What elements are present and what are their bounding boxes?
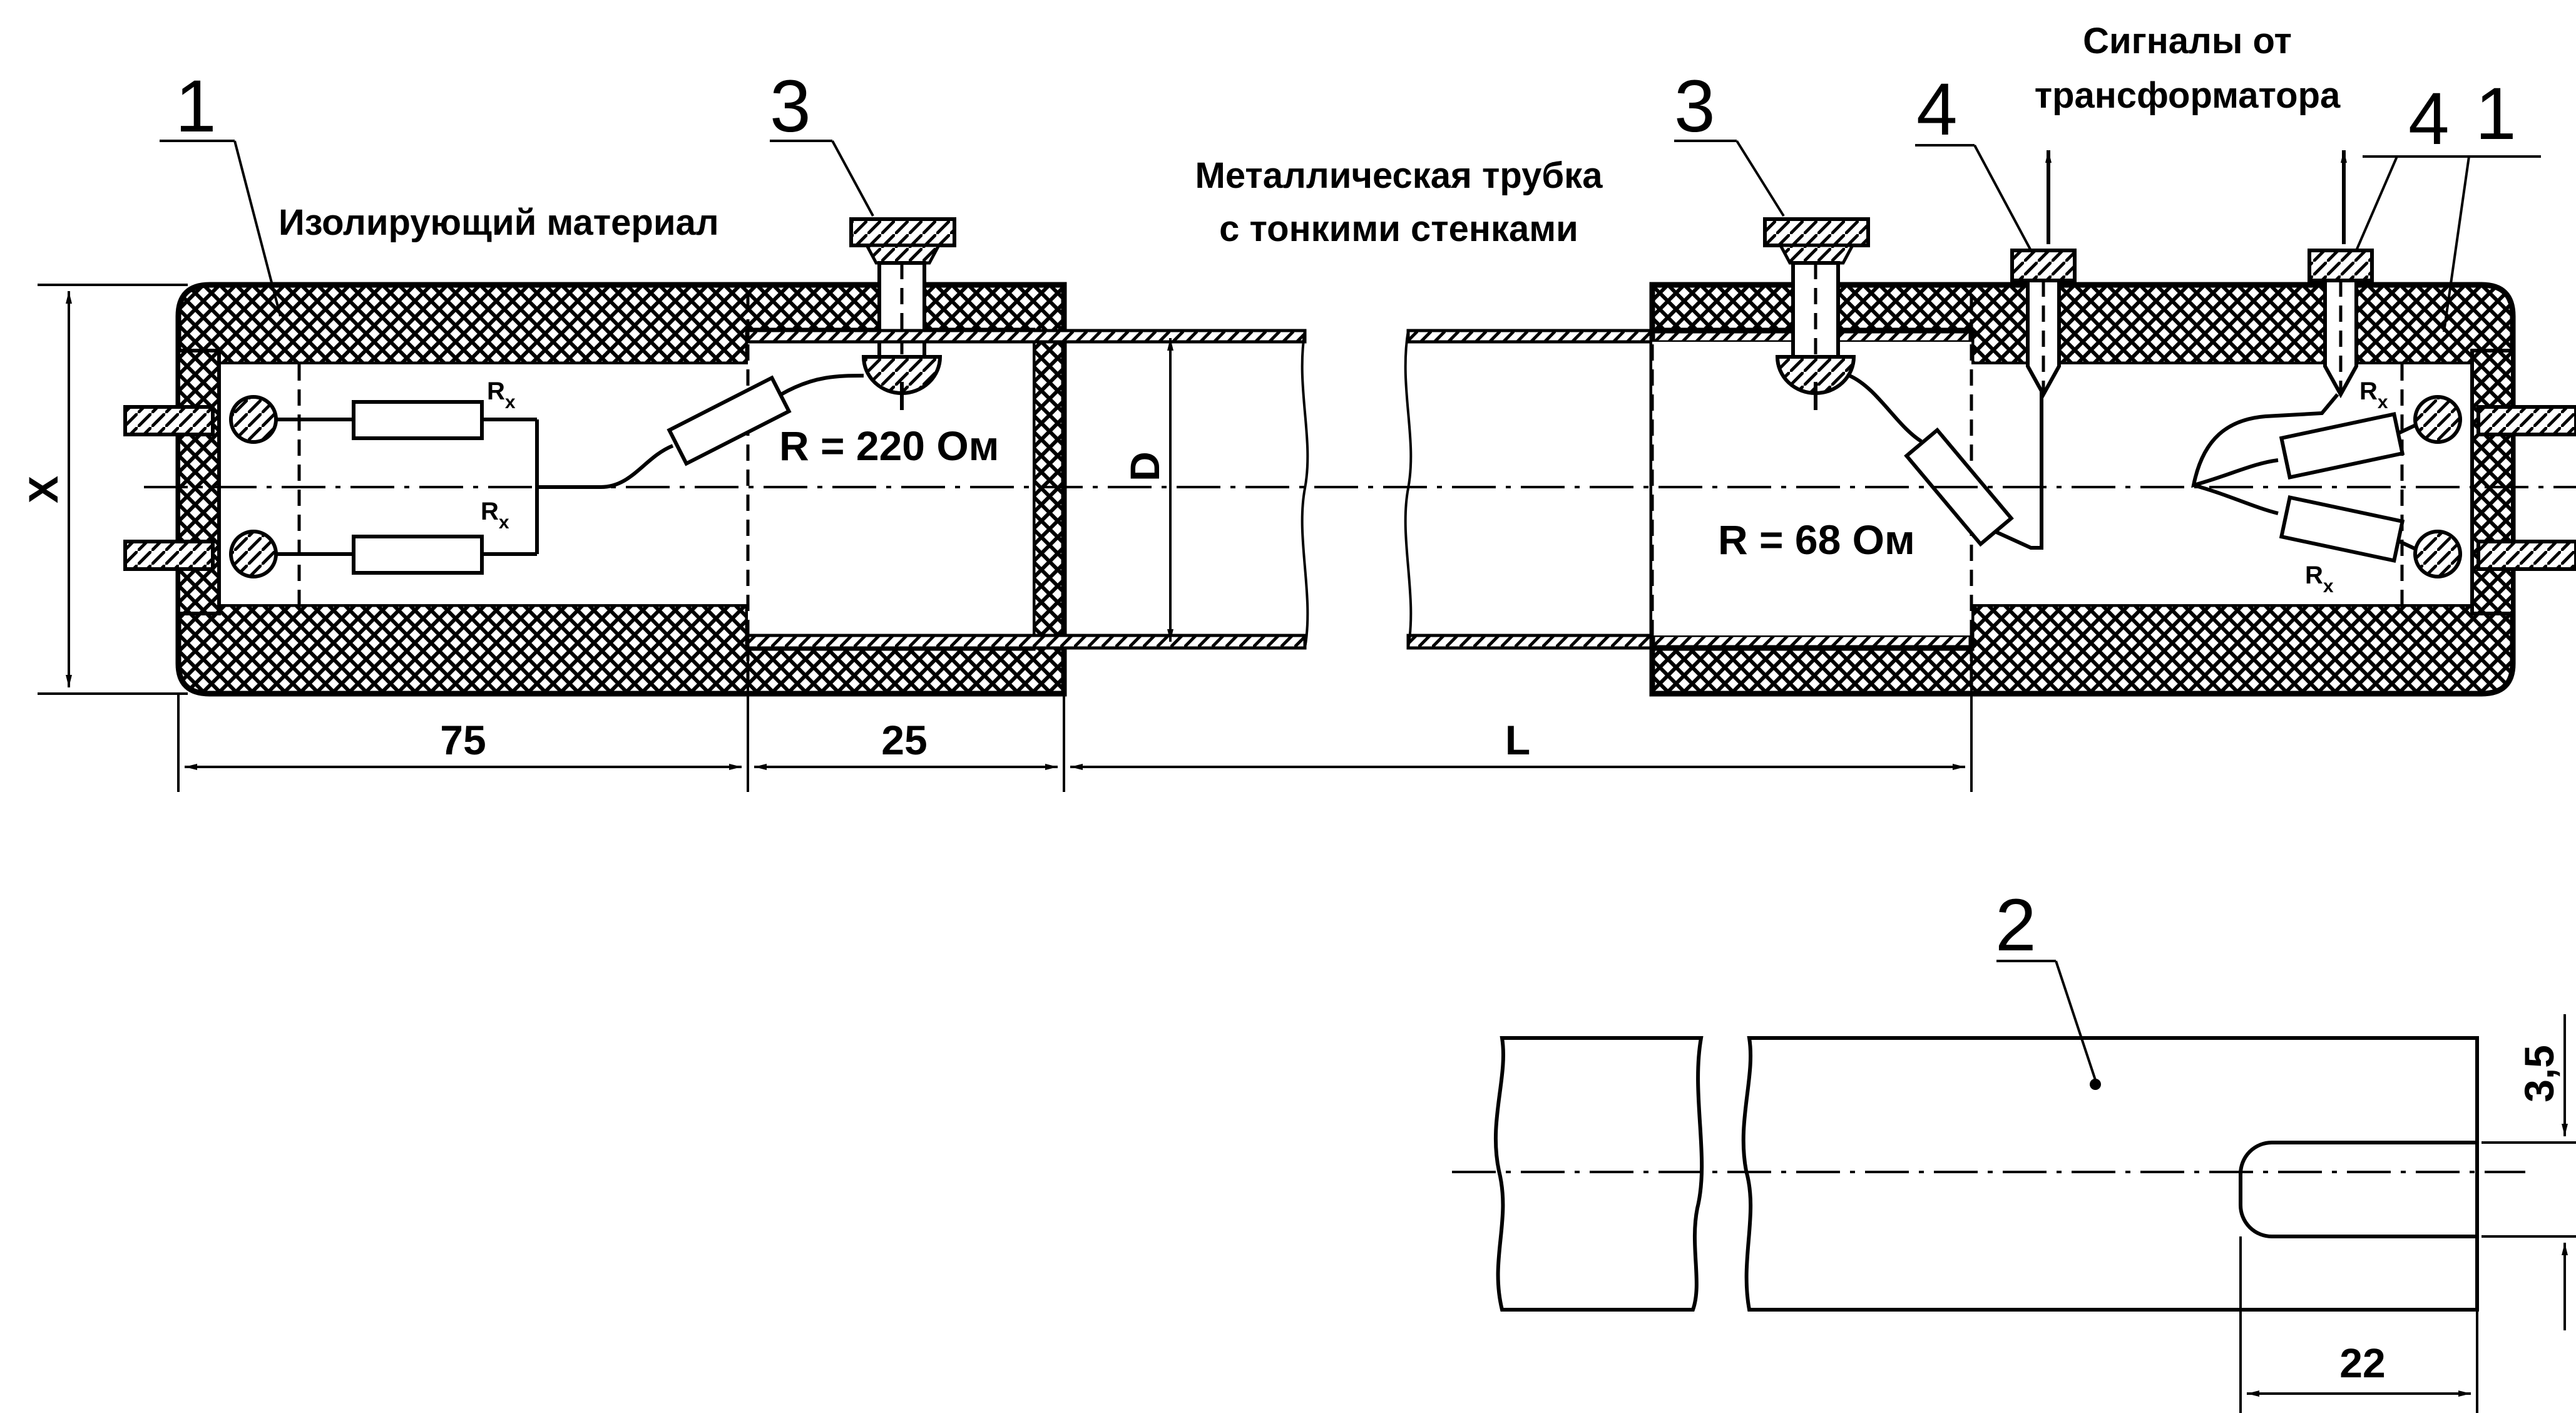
signal-pin-left (2010, 249, 2077, 399)
right-terminal-bottom (2413, 530, 2576, 578)
left-terminal-top (123, 395, 278, 444)
callout-4-left (1915, 144, 2032, 251)
right-terminal-top (2413, 395, 2576, 444)
right-insulating-head (1649, 282, 2516, 697)
callout-1-left (160, 140, 282, 317)
dimension-75-label: 75 (440, 717, 486, 763)
right-rx-circuit (2191, 393, 2418, 563)
callout-2-label: 2 (1995, 884, 2037, 967)
rx-label-right-bottom: Rx (2305, 562, 2334, 597)
dimension-3-5-label: 3,5 (2516, 1045, 2562, 1102)
metal-tube-label-line2: с тонкими стенками (1219, 208, 1578, 249)
dimension-3-5 (2481, 1014, 2576, 1330)
callout-4-right-label: 4 (2408, 78, 2450, 160)
right-screw (1763, 217, 1870, 410)
r220-label: R = 220 Ом (779, 423, 999, 469)
r68-label: R = 68 Ом (1718, 516, 1915, 563)
dimension-22-label: 22 (2339, 1340, 2385, 1386)
callout-1-right-label: 1 (2475, 73, 2517, 155)
signals-label-line2: трансформатора (2035, 75, 2341, 116)
dimension-25-label: 25 (881, 717, 927, 763)
rx-label-right-top: Rx (2359, 378, 2388, 413)
signals-label-line1: Сигналы от (2083, 21, 2292, 61)
left-insulating-head (175, 282, 1067, 697)
resistor-220-ohm (667, 374, 864, 466)
dimension-22 (2239, 1236, 2478, 1413)
dimension-chain-bottom (177, 648, 1973, 792)
callout-3-left (770, 140, 874, 217)
callout-4-right (2355, 155, 2469, 251)
callout-1-right (2443, 155, 2541, 332)
dimension-x (38, 284, 188, 695)
metal-tube-left-segment (746, 329, 1309, 650)
insulating-material-label: Изолирующий материал (279, 202, 719, 243)
left-terminal-bottom (123, 530, 278, 578)
metal-tube-label-line1: Металлическая трубка (1195, 155, 1603, 196)
callout-3-right (1674, 140, 1785, 217)
rx-label-top: Rx (487, 378, 516, 413)
resistor-rx-top (352, 400, 484, 440)
callout-1-left-label: 1 (175, 65, 217, 148)
callout-2 (1996, 960, 2097, 1081)
callout-4-left-label: 4 (1916, 68, 1958, 151)
callout-3-right-label: 3 (1674, 65, 1715, 148)
dimension-l-label: L (1505, 717, 1530, 763)
callout-3-left-label: 3 (770, 65, 811, 148)
rod-part-2 (1493, 1036, 2479, 1312)
left-rx-circuit (275, 400, 674, 575)
resistor-rx-bottom (352, 535, 484, 575)
dimension-d-label: D (1122, 451, 1168, 481)
signal-pin-right (2308, 249, 2374, 399)
rx-label-bottom: Rx (481, 498, 509, 533)
dimension-x-label: X (20, 476, 66, 503)
